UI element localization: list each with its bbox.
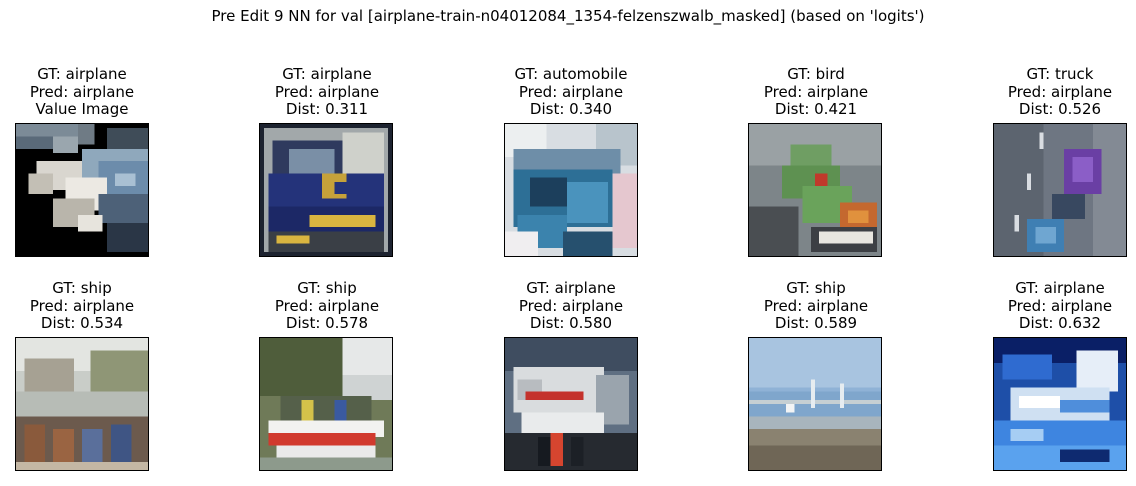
figure-title: Pre Edit 9 NN for val [airplane-train-n0…: [211, 7, 925, 25]
pred-label: Pred: airplane: [1007, 296, 1113, 315]
dist-label: Dist: 0.534: [40, 314, 124, 332]
gt-label: GT: ship: [52, 279, 112, 297]
dist-label: Dist: 0.578: [285, 314, 369, 332]
purple-truck-road-image: [993, 123, 1127, 257]
pred-label: Pred: airplane: [274, 82, 380, 101]
pred-label: Pred: airplane: [763, 82, 869, 101]
panel-caption-4: GT: bird Pred: airplane Dist: 0.421: [726, 65, 906, 119]
dist-label: Dist: 0.340: [529, 100, 613, 118]
dist-label: Dist: 0.311: [285, 100, 369, 118]
gt-label: GT: automobile: [514, 65, 628, 83]
blue-airplane-image: [993, 337, 1127, 471]
gt-label: GT: airplane: [282, 65, 372, 83]
panel-caption-6: GT: ship Pred: airplane Dist: 0.534: [0, 279, 172, 333]
panel-caption-2: GT: airplane Pred: airplane Dist: 0.311: [237, 65, 417, 119]
boats-river-image: [15, 337, 149, 471]
panel-caption-8: GT: airplane Pred: airplane Dist: 0.580: [481, 279, 661, 333]
gt-label: GT: airplane: [37, 65, 127, 83]
panel-caption-3: GT: automobile Pred: airplane Dist: 0.34…: [481, 65, 661, 119]
pred-label: Pred: airplane: [274, 296, 380, 315]
panel-caption-5: GT: truck Pred: airplane Dist: 0.526: [970, 65, 1136, 119]
sailboats-beach-image: [748, 337, 882, 471]
pred-label: Pred: airplane: [763, 296, 869, 315]
dist-label: Dist: 0.421: [774, 100, 858, 118]
pred-label: Pred: airplane: [518, 82, 624, 101]
dist-label: Dist: 0.589: [774, 314, 858, 332]
blue-car-interior-image: [504, 123, 638, 257]
gt-label: GT: airplane: [1015, 279, 1105, 297]
dist-label: Dist: 0.526: [1018, 100, 1102, 118]
pred-label: Pred: airplane: [29, 82, 135, 101]
gt-label: GT: bird: [787, 65, 845, 83]
pred-label: Pred: airplane: [518, 296, 624, 315]
gt-label: GT: ship: [297, 279, 357, 297]
panel-caption-9: GT: ship Pred: airplane Dist: 0.589: [726, 279, 906, 333]
gt-label: GT: truck: [1026, 65, 1094, 83]
blue-jet-cockpit-image: [259, 123, 393, 257]
panel-caption-7: GT: ship Pred: airplane Dist: 0.578: [237, 279, 417, 333]
green-parrot-image: [748, 123, 882, 257]
gt-label: GT: airplane: [526, 279, 616, 297]
value-label: Value Image: [35, 100, 129, 118]
pred-label: Pred: airplane: [29, 296, 135, 315]
dist-label: Dist: 0.632: [1018, 314, 1102, 332]
masked-airplane-cockpit-image: [15, 123, 149, 257]
panel-caption-1: GT: airplane Pred: airplane Value Image: [0, 65, 172, 119]
red-white-boat-image: [259, 337, 393, 471]
gt-label: GT: ship: [786, 279, 846, 297]
panel-caption-10: GT: airplane Pred: airplane Dist: 0.632: [970, 279, 1136, 333]
pred-label: Pred: airplane: [1007, 82, 1113, 101]
white-red-airliner-image: [504, 337, 638, 471]
dist-label: Dist: 0.580: [529, 314, 613, 332]
